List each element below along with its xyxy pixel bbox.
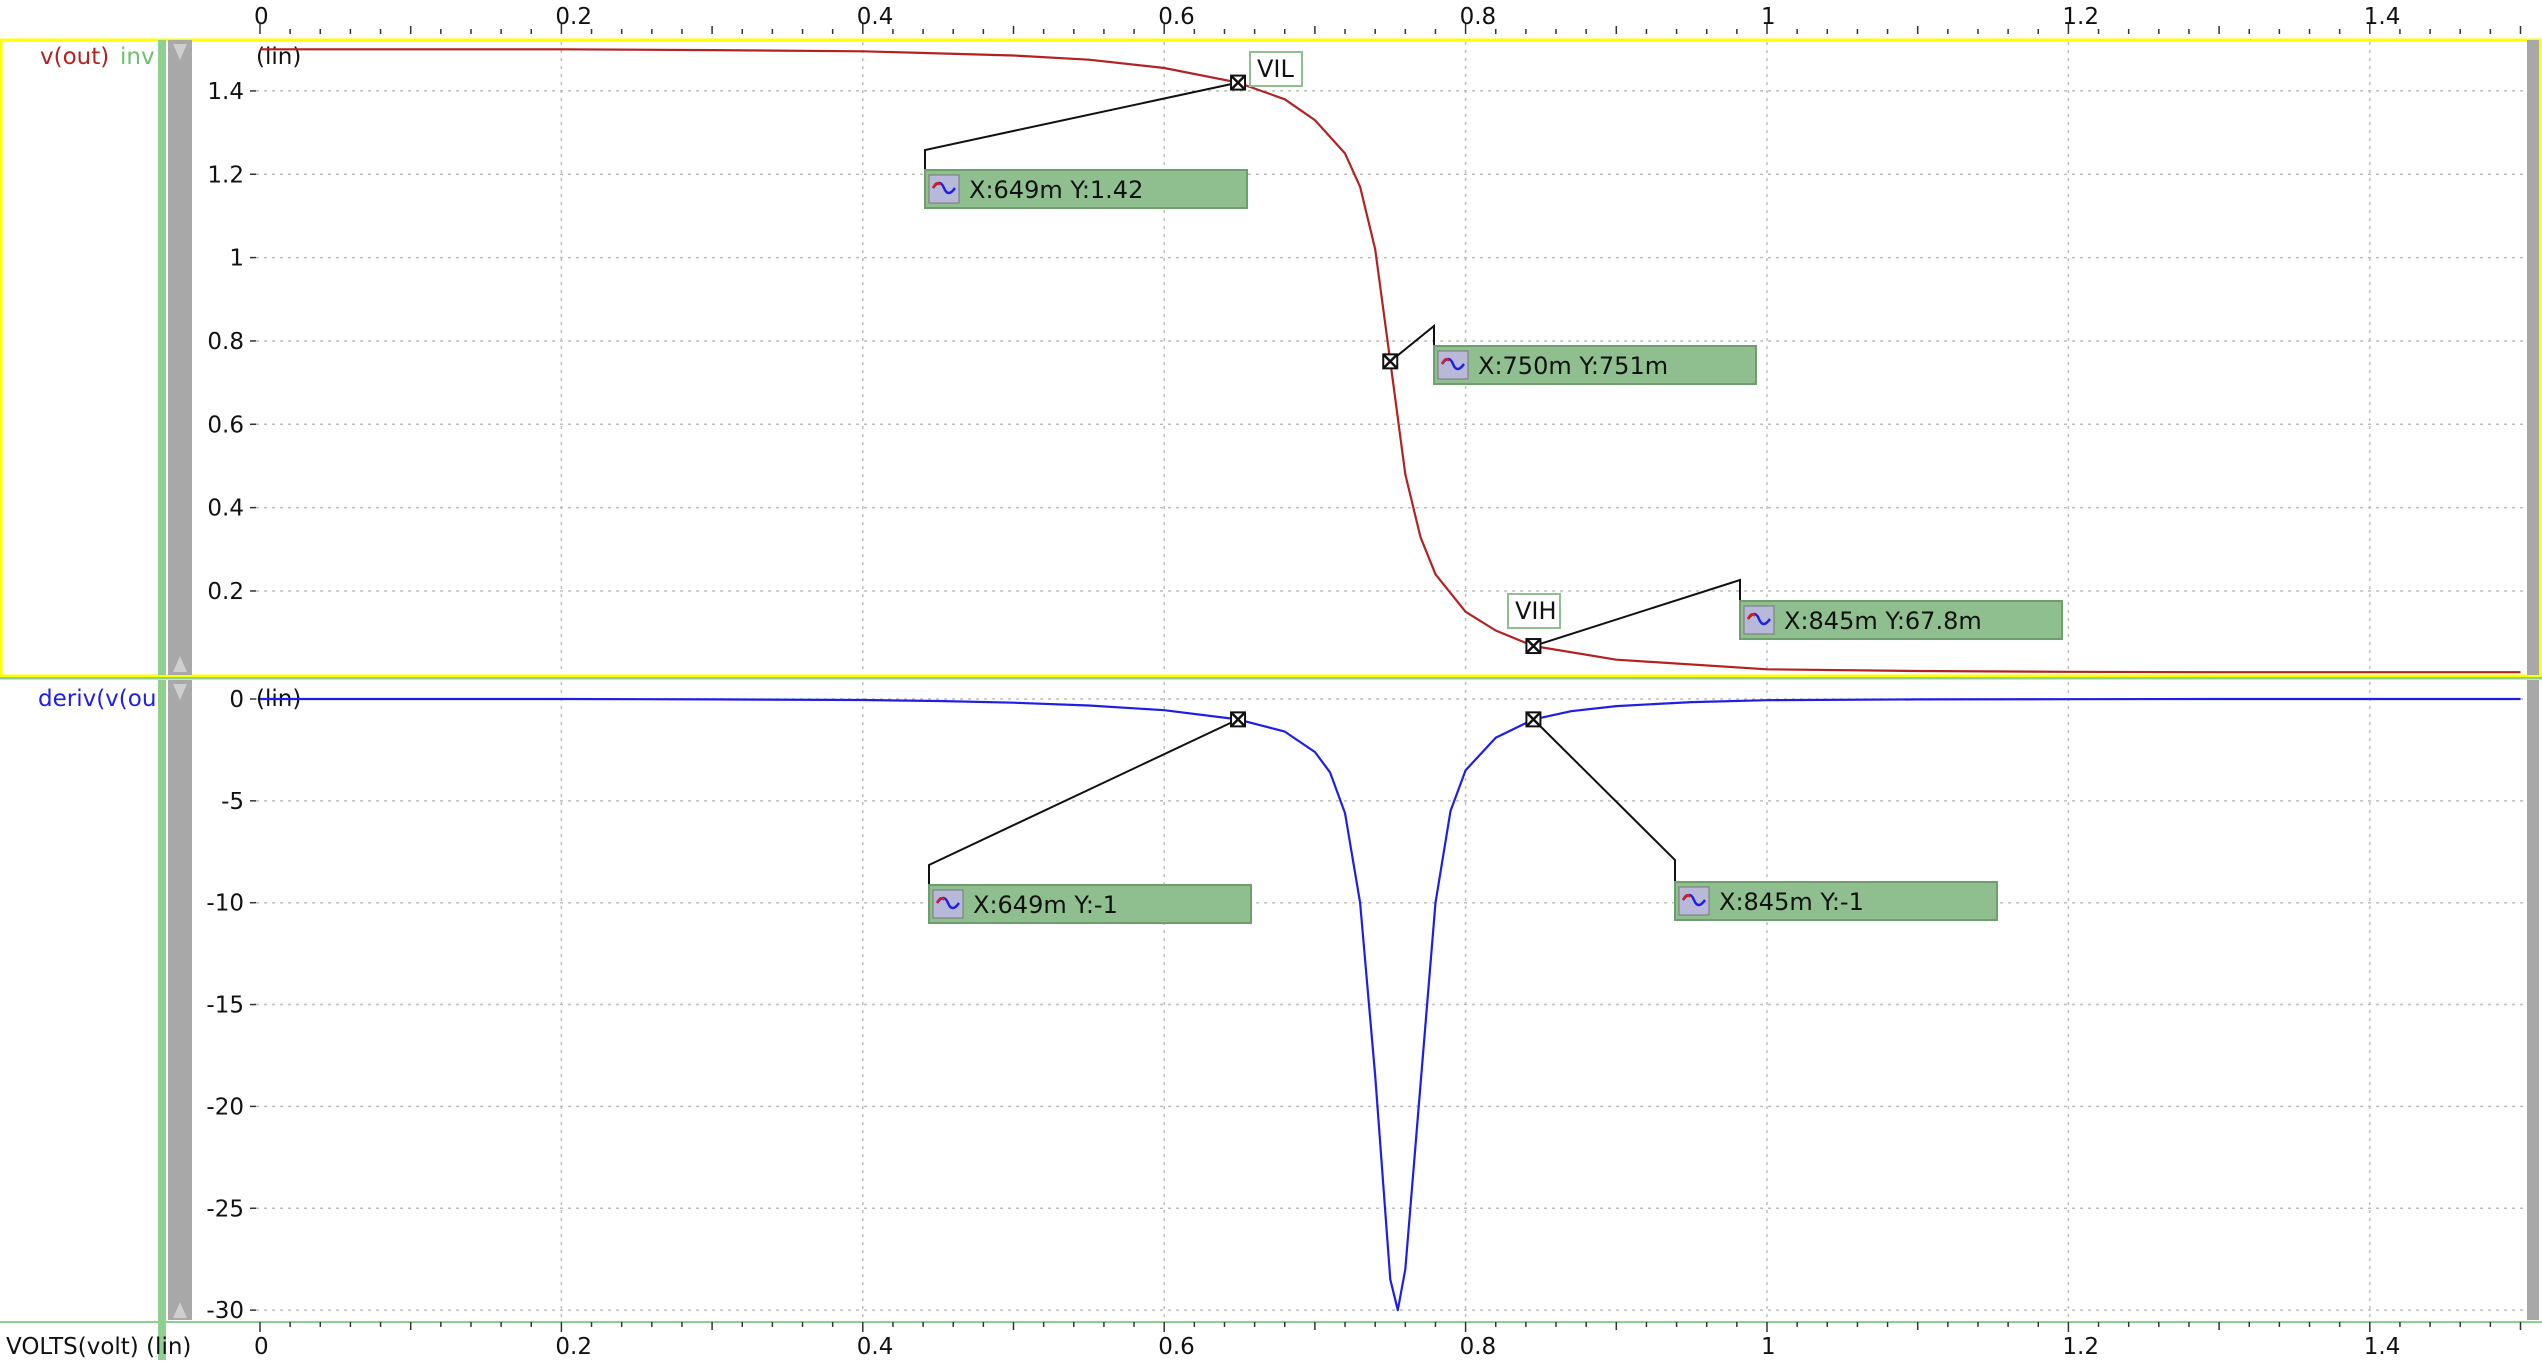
marker-label-text: X:649m Y:1.42 xyxy=(969,176,1143,204)
waveform-icon xyxy=(1743,605,1775,635)
y-tick-label: 0.4 xyxy=(207,496,244,522)
x-tick-label-bottom: 1 xyxy=(1761,1334,1776,1360)
marker-label-box[interactable] xyxy=(928,884,1252,924)
marker-tag[interactable]: VIL xyxy=(1249,51,1303,87)
y-tick-label: 1.2 xyxy=(207,162,244,188)
marker-label-text: X:845m Y:-1 xyxy=(1719,888,1864,916)
top-panel-frame[interactable] xyxy=(0,38,2542,678)
marker-annotation[interactable]: X:750m Y:751m xyxy=(1389,323,1757,385)
x-tick-label-bottom: 1.2 xyxy=(2062,1334,2099,1360)
y-tick-label: 1.4 xyxy=(207,79,244,105)
waveform-icon xyxy=(1437,350,1469,380)
y-tick-label: 1 xyxy=(229,246,244,272)
vout-trace[interactable] xyxy=(260,48,2521,674)
marker-tag-text: VIL xyxy=(1257,55,1294,83)
y-tick-label: -5 xyxy=(221,789,244,815)
marker-point[interactable] xyxy=(1525,711,1542,728)
waveform-icon xyxy=(932,889,964,919)
marker-label-box[interactable] xyxy=(1739,600,2063,640)
marker-annotation[interactable]: X:649m Y:-1 xyxy=(928,718,1252,924)
marker-point[interactable] xyxy=(1525,638,1542,655)
marker-label-text: X:845m Y:67.8m xyxy=(1784,607,1982,635)
marker-point[interactable] xyxy=(1230,74,1247,91)
y-tick-label: -10 xyxy=(206,891,244,917)
waveform-icon xyxy=(928,174,960,204)
x-tick-label-bottom: 0.4 xyxy=(857,1334,894,1360)
marker-tag[interactable]: VIH xyxy=(1507,593,1561,629)
marker-label-text: X:649m Y:-1 xyxy=(973,891,1118,919)
marker-point[interactable] xyxy=(1230,711,1247,728)
right-scrollbar[interactable] xyxy=(2527,40,2539,1320)
y-tick-label: -30 xyxy=(206,1298,244,1324)
marker-point[interactable] xyxy=(1382,353,1399,370)
top-legend-inv[interactable]: inv xyxy=(120,44,155,70)
top-legend-vout[interactable]: v(out) xyxy=(40,44,109,70)
waveform-icon xyxy=(1678,886,1710,916)
top-scale-label: (lin) xyxy=(256,44,301,70)
x-tick-label-top: 1 xyxy=(1761,4,1776,30)
deriv-trace[interactable] xyxy=(260,697,2521,1312)
bottom-y-axis: 0 -5 -10 -15 -20 -25 -30 xyxy=(206,687,256,1324)
x-tick-label-bottom: 0.6 xyxy=(1158,1334,1195,1360)
y-tick-label: 0.8 xyxy=(207,329,244,355)
y-tick-label: -15 xyxy=(206,993,244,1019)
y-tick-label: -25 xyxy=(206,1196,244,1222)
marker-annotation[interactable]: X:649m Y:1.42 xyxy=(924,81,1248,209)
bottom-panel-handle[interactable] xyxy=(158,680,192,1360)
y-tick-label: 0 xyxy=(229,687,244,713)
marker-tag-text: VIH xyxy=(1515,597,1557,625)
top-panel-grid xyxy=(256,42,2525,674)
marker-annotation[interactable]: X:845m Y:-1 xyxy=(1532,718,1998,921)
bottom-x-axis: 0 0.2 0.4 0.6 0.8 1 1.2 1.4 VOLTS(volt) (lin) xyxy=(0,1321,2542,1360)
y-tick-label: 0.6 xyxy=(207,412,244,438)
marker-label-box[interactable] xyxy=(1674,881,1998,921)
marker-label-text: X:750m Y:751m xyxy=(1478,352,1668,380)
x-tick-label-top: 0 xyxy=(254,4,269,30)
marker-annotation[interactable]: X:845m Y:67.8m xyxy=(1533,578,2063,648)
x-tick-label-bottom: 1.4 xyxy=(2364,1334,2401,1360)
y-tick-label: 0.2 xyxy=(207,579,244,605)
top-panel-handle[interactable] xyxy=(158,40,192,676)
y-tick-label: -20 xyxy=(206,1094,244,1120)
marker-label-box[interactable] xyxy=(1433,345,1757,385)
marker-label-box[interactable] xyxy=(924,169,1248,209)
bottom-panel-grid xyxy=(256,682,2525,1320)
x-axis-label: VOLTS(volt) (lin) xyxy=(6,1334,191,1360)
top-y-axis: 1.4 1.2 1 0.8 0.6 0.4 0.2 xyxy=(207,79,256,605)
bottom-legend-deriv[interactable]: deriv(v(ou xyxy=(38,686,156,712)
x-tick-label-bottom: 0 xyxy=(254,1334,269,1360)
x-tick-label-bottom: 0.2 xyxy=(555,1334,592,1360)
x-tick-label-bottom: 0.8 xyxy=(1460,1334,1497,1360)
